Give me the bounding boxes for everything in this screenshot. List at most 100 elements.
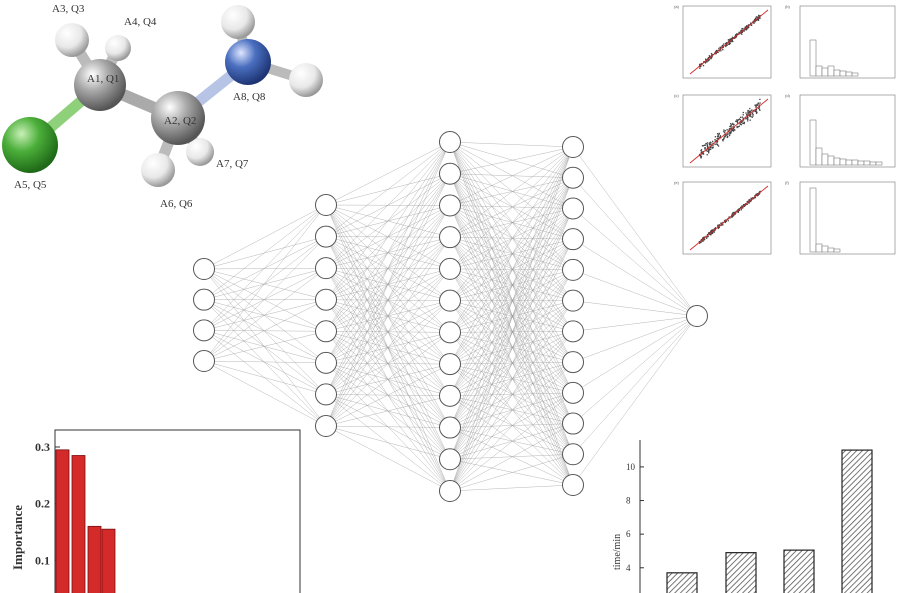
- scatter-point: [703, 236, 705, 238]
- network-edge: [449, 332, 574, 455]
- network-edge: [449, 146, 574, 492]
- network-edge: [449, 392, 574, 460]
- scatter-panel-frame: [682, 5, 772, 79]
- histogram-panel-frame: [799, 181, 896, 255]
- network-edge: [203, 268, 327, 427]
- network-edge: [449, 331, 574, 397]
- network-node: [562, 320, 584, 343]
- scatter-point: [747, 109, 749, 112]
- scatter-point: [750, 110, 752, 112]
- panel-label: (a): [674, 4, 680, 9]
- network-edge: [449, 300, 574, 460]
- scatter-point: [738, 125, 741, 127]
- network-node: [439, 480, 461, 502]
- network-edge: [203, 299, 327, 395]
- network-edge: [449, 236, 574, 240]
- network-edge: [203, 268, 327, 332]
- scatter-point: [704, 147, 706, 149]
- scatter-point: [748, 110, 751, 112]
- network-edge: [449, 392, 574, 428]
- scatter-point: [728, 128, 731, 130]
- scatter-point: [757, 14, 760, 17]
- atom-label: A6, Q6: [160, 198, 193, 210]
- histogram-panel-frame: [799, 94, 896, 168]
- network-edge: [449, 237, 574, 486]
- scatter-point: [708, 58, 711, 61]
- network-edge: [449, 237, 574, 424]
- network-edge: [203, 299, 327, 364]
- importance-chart: Importance 0.30.20.1: [10, 429, 301, 593]
- importance-bar: [55, 449, 70, 593]
- network-node: [686, 305, 708, 327]
- scatter-point: [723, 131, 726, 134]
- network-edge: [203, 330, 327, 364]
- network-edge: [449, 205, 574, 424]
- network-edge: [325, 141, 451, 395]
- network-edge: [449, 361, 574, 365]
- fit-line: [689, 185, 769, 251]
- network-edge: [449, 173, 574, 332]
- network-edge: [449, 269, 574, 492]
- network-edge: [449, 205, 574, 486]
- network-edge: [572, 269, 698, 317]
- network-edge: [572, 315, 698, 394]
- network-edge: [325, 425, 451, 428]
- scatter-point: [708, 144, 711, 146]
- y-axis-label: Importance: [10, 505, 25, 570]
- network-edge: [325, 425, 451, 460]
- network-edge: [203, 331, 327, 362]
- network-edge: [203, 267, 327, 300]
- network-node: [562, 258, 584, 281]
- scatter-point: [739, 118, 741, 121]
- network-edge: [203, 360, 327, 364]
- network-edge: [449, 237, 574, 393]
- network-edge: [449, 205, 574, 209]
- network-node: [439, 257, 461, 280]
- chlorine-atom: [2, 117, 58, 173]
- network-edge: [325, 363, 451, 427]
- network-edge: [203, 330, 327, 427]
- network-edge: [449, 173, 574, 424]
- scatter-point: [731, 36, 734, 38]
- network-edge: [449, 300, 574, 492]
- network-edge: [203, 330, 327, 395]
- scatter-point: [733, 128, 735, 130]
- network-edge: [572, 300, 698, 317]
- network-edge: [449, 363, 574, 455]
- panel-label: (b): [785, 4, 791, 9]
- network-edge: [449, 177, 574, 492]
- network-node: [562, 197, 584, 220]
- bars: [666, 449, 873, 593]
- scatter-point: [741, 33, 743, 35]
- network-edge: [449, 331, 574, 333]
- scatter-point: [700, 156, 702, 159]
- scatter-point: [729, 131, 732, 133]
- network-edge: [449, 361, 574, 428]
- scatter-point: [736, 118, 738, 121]
- network-connections: [203, 141, 698, 492]
- network-edge: [449, 141, 574, 240]
- network-edge: [203, 267, 327, 270]
- scatter-point: [723, 129, 725, 131]
- scatter-point: [746, 113, 748, 116]
- network-node: [562, 136, 584, 158]
- scatter-point: [749, 114, 752, 116]
- network-edge: [449, 208, 574, 365]
- network-edge: [449, 141, 574, 301]
- bars: [55, 449, 116, 593]
- network-edge: [449, 146, 574, 396]
- network-edge: [203, 267, 327, 362]
- scatter-point: [732, 122, 734, 125]
- nitrogen-atom: [225, 39, 271, 85]
- network-edge: [203, 299, 327, 331]
- scatter-point: [710, 57, 712, 60]
- network-edge: [449, 361, 574, 397]
- network-edge: [325, 332, 451, 427]
- network-node: [562, 289, 584, 312]
- atom-label: A8, Q8: [233, 91, 266, 103]
- network-edge: [449, 300, 574, 396]
- scatter-point: [757, 107, 760, 110]
- network-edge: [325, 173, 451, 427]
